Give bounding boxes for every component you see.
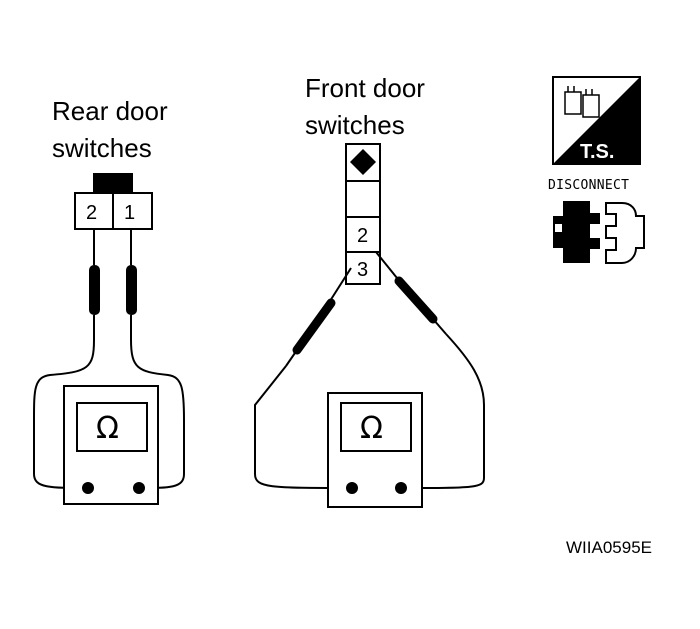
- rear-switches-title-line1: Rear door: [52, 96, 168, 126]
- rear-meter-terminal-left: [82, 482, 94, 494]
- front-lead-right: [400, 333, 485, 489]
- front-connector-key-diamond: [350, 149, 376, 175]
- disconnect-label: DISCONNECT: [548, 178, 630, 193]
- front-meter-terminal-left: [346, 482, 358, 494]
- rear-probe-left: [89, 229, 100, 340]
- rear-pin-2: 2: [86, 202, 97, 224]
- rear-ohm-symbol: Ω: [96, 411, 119, 446]
- front-probe-right: [375, 251, 447, 335]
- front-probe-left: [285, 267, 352, 367]
- rear-switch-connector: 2 1: [74, 173, 153, 230]
- rear-lead-right: [130, 339, 185, 489]
- front-switches-title-line1: Front door: [305, 73, 425, 103]
- rear-switches-title-line2: switches: [52, 133, 152, 163]
- front-switches-title-line2: switches: [305, 110, 405, 140]
- front-lead-left: [254, 365, 353, 489]
- rear-lead-left: [33, 339, 95, 489]
- front-meter-terminal-right: [395, 482, 407, 494]
- rear-ohmmeter: Ω: [63, 385, 159, 505]
- front-switch-connector: 2 3: [345, 143, 381, 285]
- front-pin-3: 3: [357, 259, 368, 281]
- disconnect-icon: [553, 201, 645, 264]
- rear-pin-1: 1: [124, 202, 135, 224]
- front-ohmmeter: Ω: [327, 392, 423, 508]
- rear-meter-terminal-right: [133, 482, 145, 494]
- figure-code: WIIA0595E: [566, 538, 652, 557]
- ts-badge-text: T.S.: [580, 141, 614, 163]
- ts-badge-icon: T.S.: [552, 76, 641, 165]
- rear-probe-right: [126, 229, 137, 340]
- front-ohm-symbol: Ω: [360, 411, 383, 446]
- front-pin-2: 2: [357, 225, 368, 247]
